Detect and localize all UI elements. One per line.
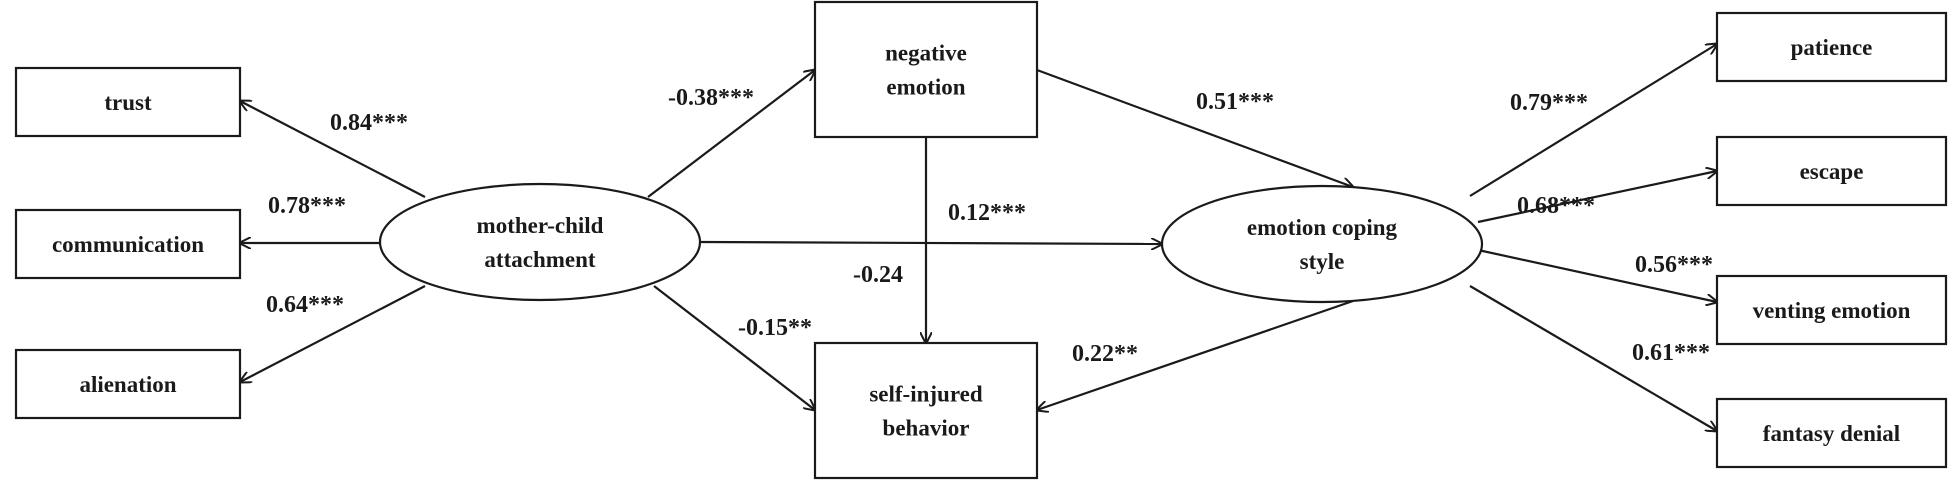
coefficient-label-emotion-coping-style-to-escape: 0.68***: [1517, 193, 1595, 219]
emotion-coping-style-oval: [1160, 184, 1484, 304]
coefficient-label-negative-emotion-to-emotion-coping-style: 0.51***: [1196, 89, 1274, 115]
trust-box: [14, 66, 242, 138]
self-injured-behavior-box: [813, 341, 1039, 480]
negative-emotion-label: negative: [885, 41, 967, 66]
communication-label: communication: [52, 232, 204, 257]
self-injured-behavior-node: self-injured behavior: [813, 341, 1039, 480]
trust-label: trust: [104, 90, 152, 115]
communication-box: [14, 208, 242, 280]
mother-child-attachment-node: mother-child attachment: [378, 182, 702, 302]
path-arrow-negative-emotion-to-emotion-coping-style: [1036, 68, 1353, 187]
venting-emotion-node: venting emotion: [1715, 274, 1948, 346]
escape-box: [1715, 135, 1948, 207]
path-arrow-mother-child-attachment-to-trust: [240, 101, 426, 198]
coefficient-label-emotion-coping-style-to-self-injured-behavior: 0.22**: [1072, 341, 1138, 367]
patience-label: patience: [1791, 35, 1873, 60]
patience-box: [1715, 11, 1948, 83]
coefficient-label-mother-child-attachment-to-self-injured-behavior: -0.15**: [738, 315, 812, 341]
fantasy-denial-label: fantasy denial: [1763, 421, 1900, 446]
path-arrow-mother-child-attachment-to-negative-emotion: [647, 70, 815, 198]
venting-emotion-label: venting emotion: [1753, 298, 1911, 323]
emotion-coping-style-label: emotion coping: [1247, 215, 1398, 240]
venting-emotion-box: [1715, 274, 1948, 346]
trust-node: trust: [14, 66, 242, 138]
alienation-box: [14, 348, 242, 420]
coefficient-label-mother-child-attachment-to-communication: 0.78***: [268, 193, 346, 219]
escape-label: escape: [1800, 159, 1864, 184]
mother-child-attachment-label: mother-child: [477, 213, 604, 238]
coefficient-label-mother-child-attachment-to-alienation: 0.64***: [266, 292, 344, 318]
path-arrow-emotion-coping-style-to-self-injured-behavior: [1037, 299, 1354, 410]
coefficient-label-negative-emotion-to-self-injured-behavior: -0.24: [853, 262, 903, 288]
path-arrow-mother-child-attachment-to-self-injured-behavior: [653, 285, 815, 410]
path-arrow-mother-child-attachment-to-emotion-coping-style: [699, 242, 1162, 244]
mother-child-attachment-oval: [378, 182, 702, 302]
negative-emotion-box: [813, 0, 1039, 139]
coefficient-label-mother-child-attachment-to-emotion-coping-style: 0.12***: [948, 200, 1026, 226]
negative-emotion-node: negative emotion: [813, 0, 1039, 139]
coefficient-label-mother-child-attachment-to-trust: 0.84***: [330, 110, 408, 136]
alienation-label: alienation: [79, 372, 176, 397]
path-arrow-mother-child-attachment-to-alienation: [240, 285, 426, 382]
coefficient-label-mother-child-attachment-to-negative-emotion: -0.38***: [668, 85, 754, 111]
path-arrow-emotion-coping-style-to-escape: [1477, 171, 1717, 224]
patience-node: patience: [1715, 11, 1948, 83]
fantasy-denial-node: fantasy denial: [1715, 397, 1948, 469]
negative-emotion-label: emotion: [886, 75, 965, 100]
coefficient-label-emotion-coping-style-to-venting-emotion: 0.56***: [1635, 252, 1713, 278]
self-injured-behavior-label: behavior: [883, 416, 970, 441]
coefficient-label-emotion-coping-style-to-patience: 0.79***: [1510, 90, 1588, 116]
path-arrow-emotion-coping-style-to-venting-emotion: [1477, 248, 1717, 302]
self-injured-behavior-label: self-injured: [869, 382, 983, 407]
mother-child-attachment-label: attachment: [484, 247, 595, 272]
communication-node: communication: [14, 208, 242, 280]
escape-node: escape: [1715, 135, 1948, 207]
emotion-coping-style-node: emotion coping style: [1160, 184, 1484, 304]
coefficient-label-emotion-coping-style-to-fantasy-denial: 0.61***: [1632, 340, 1710, 366]
path-arrow-emotion-coping-style-to-fantasy-denial: [1469, 285, 1717, 431]
emotion-coping-style-label: style: [1300, 249, 1345, 274]
path-arrow-emotion-coping-style-to-patience: [1469, 44, 1717, 197]
fantasy-denial-box: [1715, 397, 1948, 469]
alienation-node: alienation: [14, 348, 242, 420]
